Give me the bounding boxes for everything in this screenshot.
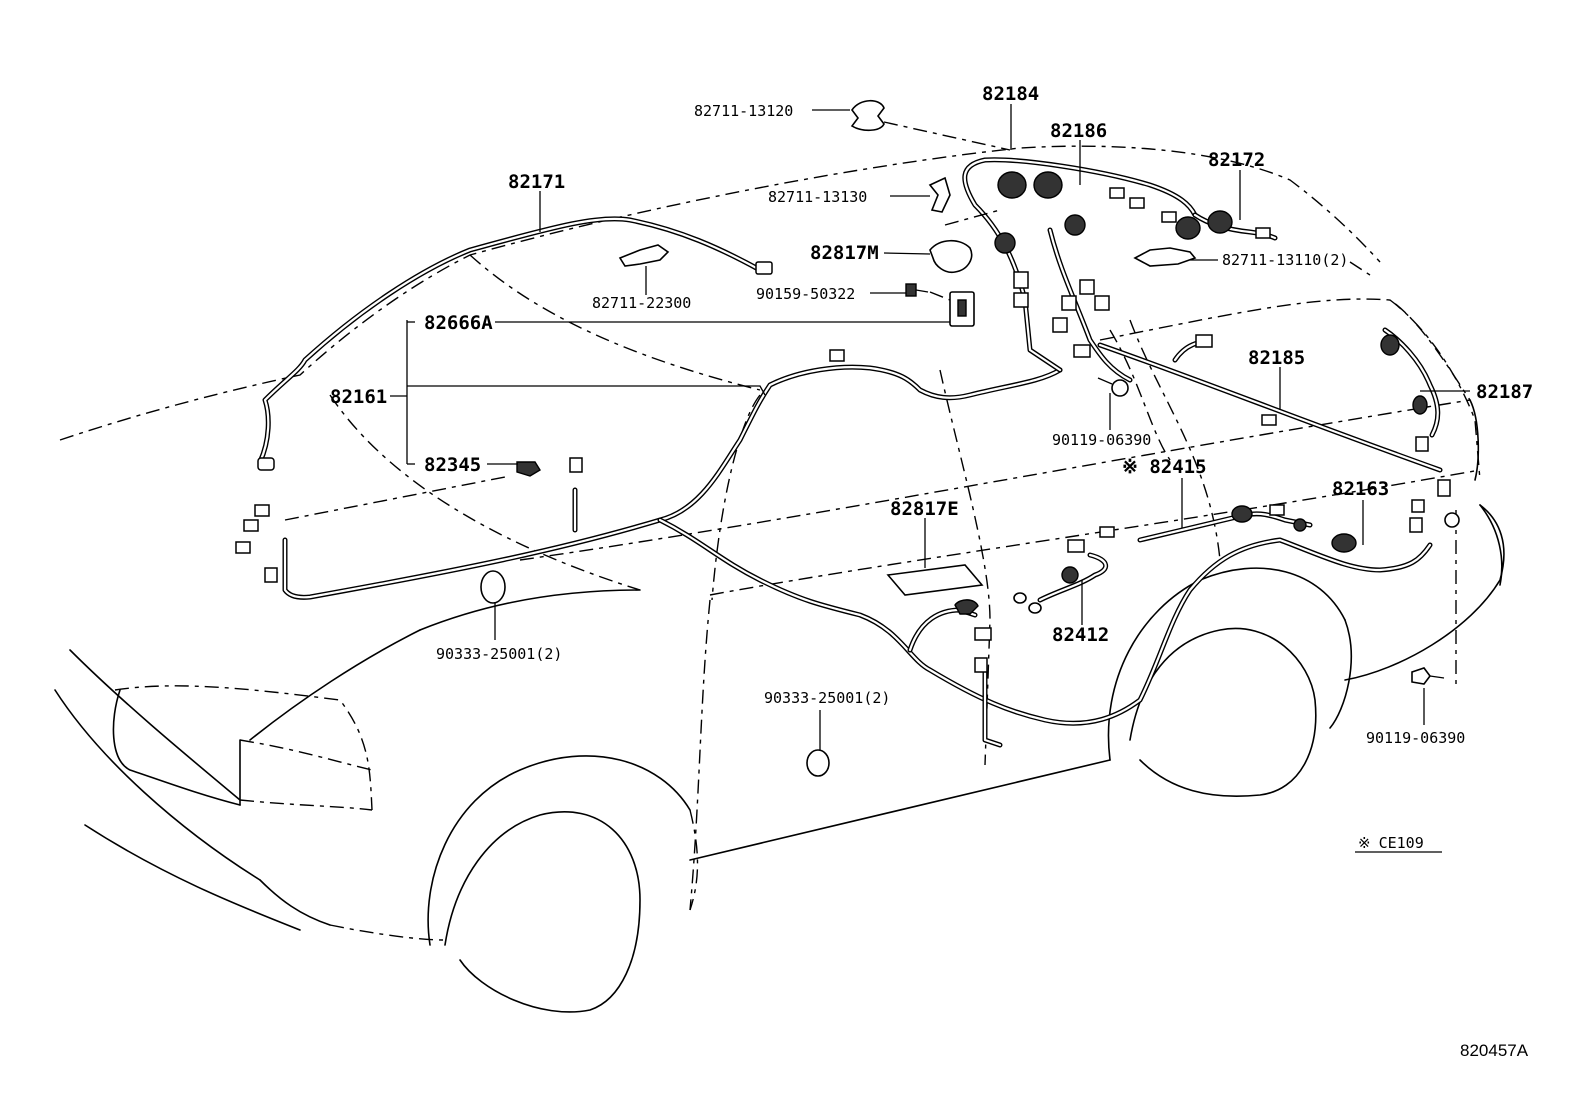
label-82415: ※ 82415 — [1122, 456, 1207, 478]
label-82163: 82163 — [1332, 478, 1389, 500]
connector — [1129, 197, 1145, 209]
connector — [974, 657, 988, 673]
label-90333-25001-rear: 90333-25001(2) — [764, 689, 890, 707]
label-82345: 82345 — [424, 454, 481, 476]
connector — [974, 627, 992, 641]
part-labels: 82711-13120 82184 82186 82172 82171 8271… — [330, 83, 1533, 1060]
label-90333-25001-front: 90333-25001(2) — [436, 645, 562, 663]
connector — [1094, 295, 1110, 311]
connector — [1079, 279, 1095, 295]
connector — [243, 519, 259, 532]
label-82186: 82186 — [1050, 120, 1107, 142]
connector — [569, 457, 583, 473]
label-82711-13130: 82711-13130 — [768, 188, 867, 206]
label-82711-22300: 82711-22300 — [592, 294, 691, 312]
connector — [1013, 271, 1029, 289]
label-82412: 82412 — [1052, 624, 1109, 646]
note-symbol: ※ — [1358, 834, 1371, 852]
label-90119-06390-lower: 90119-06390 — [1366, 729, 1465, 747]
label-82817M: 82817M — [810, 242, 879, 264]
connector — [1013, 292, 1029, 308]
diagram-id: 820457A — [1460, 1041, 1529, 1060]
connector — [1161, 211, 1177, 223]
bolt-90119-06390-lower — [1411, 667, 1445, 685]
connector — [1411, 499, 1425, 513]
connector — [1099, 526, 1115, 538]
clip-82711-13130 — [928, 176, 951, 213]
part-82345 — [516, 461, 541, 477]
label-90119-06390-upper: 90119-06390 — [1052, 431, 1151, 449]
label-82187: 82187 — [1476, 381, 1533, 403]
note-code: CE109 — [1379, 834, 1424, 852]
leader-lines — [284, 104, 1470, 853]
note-ce109: ※ CE109 — [1358, 834, 1424, 852]
clip-82711-13110 — [1133, 247, 1197, 267]
pad-82817E — [886, 564, 984, 596]
connector — [1073, 344, 1091, 358]
connector — [264, 567, 278, 583]
bracket-82817M — [929, 239, 973, 274]
connectors — [235, 99, 1460, 777]
label-82666A: 82666A — [424, 312, 493, 334]
screw-90159-50322 — [905, 283, 929, 297]
clip-82711-13120 — [850, 99, 885, 132]
connector — [254, 504, 270, 517]
connector — [1052, 317, 1068, 333]
bolt-90119-06390-upper — [1097, 377, 1129, 397]
label-82161: 82161 — [330, 386, 387, 408]
connector — [257, 457, 275, 471]
label-82171: 82171 — [508, 171, 565, 193]
connector — [1415, 436, 1429, 452]
connector — [235, 541, 251, 554]
connector — [1409, 517, 1423, 533]
label-82172: 82172 — [1208, 149, 1265, 171]
connector — [1269, 504, 1285, 516]
connector — [1109, 187, 1125, 199]
connector — [1437, 479, 1451, 497]
connector — [1195, 334, 1213, 348]
connector — [1255, 227, 1271, 239]
label-82817E: 82817E — [890, 498, 959, 520]
clip-82711-22300 — [618, 244, 670, 267]
grommet-90333-25001-front — [480, 570, 506, 604]
connector — [829, 349, 845, 362]
label-82184: 82184 — [982, 83, 1039, 105]
label-82185: 82185 — [1248, 347, 1305, 369]
connector — [755, 261, 773, 275]
connector — [1067, 539, 1085, 553]
label-90159-50322: 90159-50322 — [756, 285, 855, 303]
connector — [1261, 414, 1277, 426]
grommet-90333-25001-rear — [806, 749, 830, 777]
connector — [1061, 295, 1077, 311]
label-82711-13120: 82711-13120 — [694, 102, 793, 120]
label-82711-13110: 82711-13110(2) — [1222, 251, 1348, 269]
